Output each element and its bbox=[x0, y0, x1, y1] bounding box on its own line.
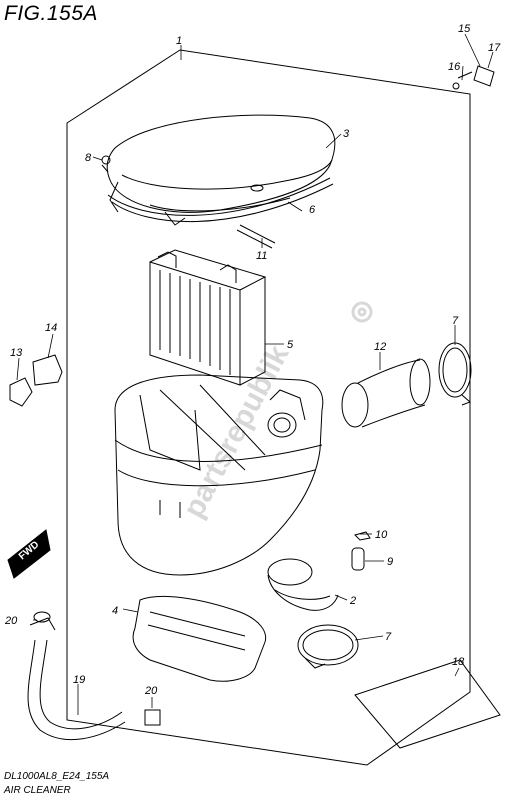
part-2-connector bbox=[267, 558, 339, 611]
callout-6: 6 bbox=[309, 204, 316, 216]
callout-5: 5 bbox=[287, 339, 294, 351]
callout-9: 9 bbox=[387, 556, 393, 568]
part-14-cushion bbox=[32, 354, 63, 386]
callout-12: 12 bbox=[374, 341, 386, 353]
part-15-17-bolt-set bbox=[452, 65, 495, 90]
figure-code: DL1000AL8_E24_155A bbox=[4, 771, 110, 782]
fwd-arrow-icon: FWD bbox=[7, 529, 51, 579]
leader-lines bbox=[16, 33, 494, 715]
callout-16: 16 bbox=[448, 61, 461, 73]
figure-title: FIG.155A bbox=[4, 2, 98, 25]
part-7-upper-clamp bbox=[438, 342, 472, 406]
callout-3: 3 bbox=[343, 128, 350, 140]
part-20-clip-upper bbox=[33, 611, 51, 623]
part-9-cap bbox=[351, 547, 365, 571]
callout-13: 13 bbox=[10, 347, 23, 359]
part-4-lower-duct bbox=[132, 595, 267, 682]
part-11-hose bbox=[236, 224, 276, 249]
callout-20-lower: 20 bbox=[144, 685, 158, 697]
callout-1: 1 bbox=[176, 35, 182, 47]
watermark: partsrepublik bbox=[177, 301, 373, 523]
part-13-grommet bbox=[9, 377, 33, 407]
figure-caption: AIR CLEANER bbox=[4, 785, 71, 796]
part-3-air-cleaner-cover bbox=[106, 114, 336, 226]
callout-7-upper: 7 bbox=[452, 315, 459, 327]
callout-8: 8 bbox=[85, 152, 92, 164]
callout-15: 15 bbox=[458, 23, 471, 35]
part-19-drain-hose bbox=[27, 617, 126, 741]
callout-11: 11 bbox=[256, 250, 267, 262]
callout-14: 14 bbox=[45, 322, 57, 334]
callout-19: 19 bbox=[73, 674, 85, 686]
part-5-filter-element bbox=[149, 249, 267, 386]
assembly-frame bbox=[66, 49, 471, 766]
part-18-sheet bbox=[354, 659, 501, 749]
callout-4: 4 bbox=[112, 605, 118, 617]
part-12-intake-duct bbox=[341, 358, 431, 428]
part-20-clip-lower bbox=[144, 709, 161, 726]
part-1-air-cleaner-case bbox=[114, 374, 324, 576]
callout-18: 18 bbox=[452, 656, 465, 668]
callout-10: 10 bbox=[375, 529, 388, 541]
callout-labels: 1 2 3 4 5 6 7 7 8 9 10 11 12 13 14 15 16… bbox=[4, 23, 501, 697]
part-10-clip bbox=[354, 531, 371, 541]
part-6-seal bbox=[107, 177, 334, 222]
callout-7-lower: 7 bbox=[385, 631, 392, 643]
part-7-lower-clamp bbox=[297, 624, 359, 669]
callout-2: 2 bbox=[349, 595, 356, 607]
watermark-gear-icon bbox=[351, 301, 373, 323]
callout-20-upper: 20 bbox=[4, 615, 18, 627]
callout-17: 17 bbox=[488, 42, 501, 54]
